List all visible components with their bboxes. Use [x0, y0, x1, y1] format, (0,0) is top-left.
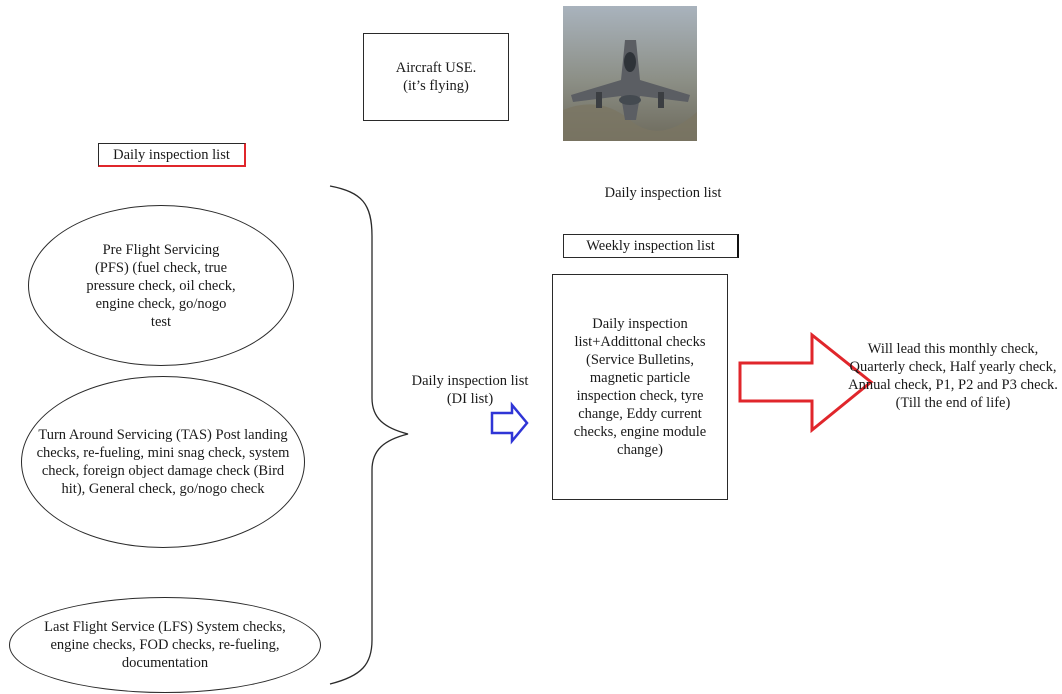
- aircraft-use-line1: Aircraft USE.: [395, 60, 477, 76]
- daily-inspection-label-right: Daily inspection list: [604, 185, 722, 201]
- lfs-text: Last Flight Service (LFS) System checks,…: [44, 619, 286, 671]
- outcome-text: Will lead this monthly check, Quarterly …: [848, 341, 1058, 411]
- red-arrow-icon: [738, 331, 874, 434]
- fighter-jet-photo: [563, 6, 697, 141]
- di-list-label: Daily inspection list (DI list): [395, 372, 545, 408]
- di-list-line2: (DI list): [446, 391, 494, 407]
- weekly-checks-box: Daily inspection list+Addittonal checks …: [552, 274, 728, 500]
- aircraft-use-line2: (it’s flying): [403, 78, 469, 94]
- lfs-ellipse: Last Flight Service (LFS) System checks,…: [9, 597, 321, 693]
- weekly-checks-text: Daily inspection list+Addittonal checks …: [573, 316, 707, 458]
- brace: [329, 185, 409, 685]
- tas-ellipse: Turn Around Servicing (TAS) Post landing…: [21, 376, 305, 548]
- tas-text: Turn Around Servicing (TAS) Post landing…: [36, 427, 290, 497]
- di-list-line1: Daily inspection list: [411, 373, 529, 389]
- daily-inspection-label-left: Daily inspection list: [98, 143, 246, 167]
- aircraft-use-box: Aircraft USE. (it’s flying): [363, 33, 509, 121]
- pfs-text: Pre Flight Servicing (PFS) (fuel check, …: [86, 241, 236, 330]
- weekly-inspection-label: Weekly inspection list: [563, 234, 739, 258]
- pfs-ellipse: Pre Flight Servicing (PFS) (fuel check, …: [28, 205, 294, 366]
- blue-arrow-icon: [490, 401, 529, 445]
